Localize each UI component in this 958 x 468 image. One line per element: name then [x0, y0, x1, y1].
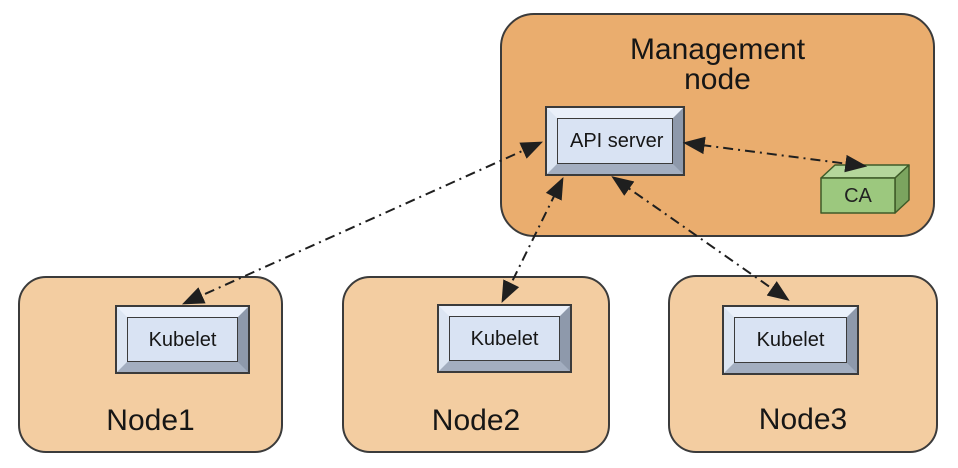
api-server-bevel — [547, 108, 683, 174]
node1-label: Node1 — [106, 404, 195, 437]
node2-kubelet-box: Kubelet — [437, 304, 572, 373]
node1-kubelet-label: Kubelet — [148, 328, 217, 351]
management-node-box: Management node API server CA — [500, 13, 935, 237]
node3-kubelet-box: Kubelet — [722, 305, 859, 375]
api-server-box: API server — [545, 106, 685, 176]
node1-kubelet-face: Kubelet — [127, 317, 238, 362]
node3-kubelet-label: Kubelet — [756, 329, 825, 351]
node1-kubelet-bevel — [117, 307, 248, 372]
node3-kubelet-bevel — [724, 307, 857, 373]
api-server-label: API server — [570, 130, 664, 152]
management-node-title: Management node — [629, 33, 806, 96]
node2-label: Node2 — [431, 404, 521, 437]
node2-box: Kubelet Node2 — [342, 276, 610, 453]
ca-top-face — [820, 164, 910, 179]
node3-label: Node3 — [758, 403, 848, 436]
node2-kubelet-bevel — [439, 306, 570, 371]
api-server-face: API server — [557, 118, 673, 164]
ca-box: CA — [820, 164, 910, 214]
node3-box: Kubelet Node3 — [668, 275, 938, 453]
node3-kubelet-face: Kubelet — [734, 317, 847, 363]
node1-box: Kubelet Node1 — [18, 276, 283, 453]
ca-front-face — [820, 177, 896, 214]
node1-kubelet-box: Kubelet — [115, 305, 250, 374]
node2-kubelet-face: Kubelet — [449, 316, 560, 361]
ca-label: CA — [844, 185, 872, 207]
node2-kubelet-label: Kubelet — [470, 327, 539, 350]
